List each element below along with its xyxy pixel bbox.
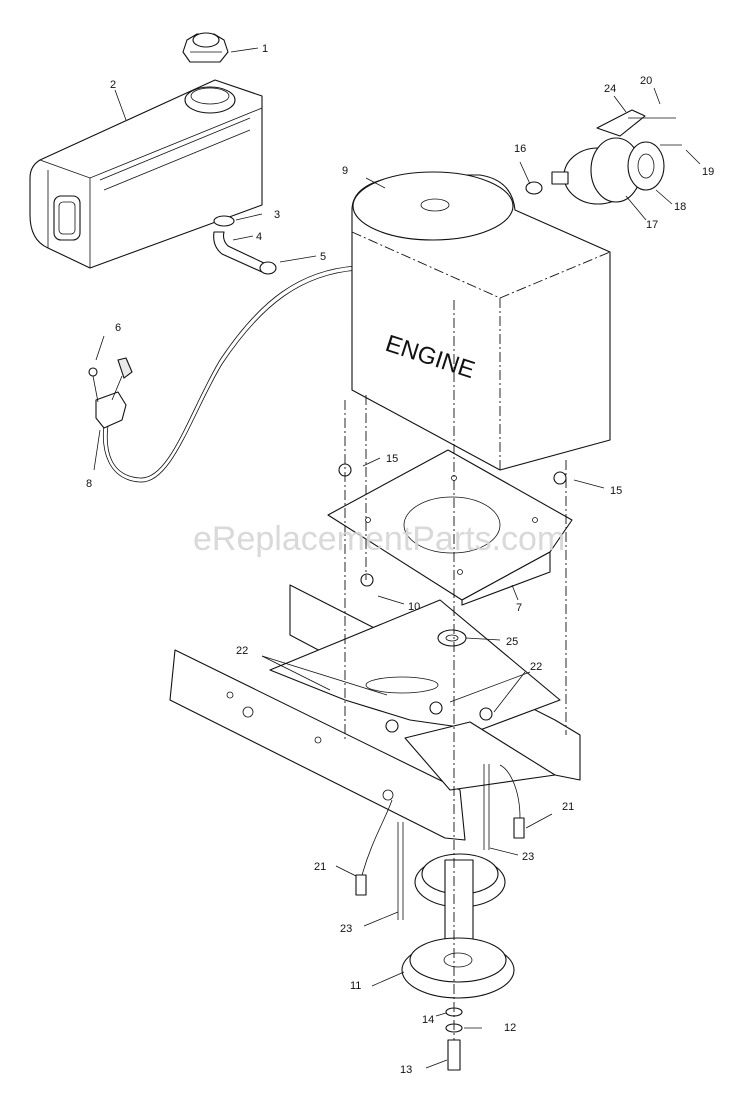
callout-16: 16 — [514, 143, 526, 155]
callout-24: 24 — [604, 83, 616, 95]
callout-12: 12 — [504, 1022, 516, 1034]
callout-9: 9 — [342, 165, 348, 177]
callout-15-left: 15 — [386, 453, 398, 465]
callout-11: 11 — [350, 980, 361, 992]
callout-labels: 1 2 3 4 5 6 8 9 15 15 10 7 25 22 22 21 2… — [86, 43, 714, 1076]
callout-15-right: 15 — [610, 485, 622, 497]
callout-23-right: 23 — [522, 851, 534, 863]
air-cleaner-assembly — [525, 109, 682, 205]
callout-17: 17 — [646, 219, 658, 231]
callout-25: 25 — [506, 636, 518, 648]
callout-5: 5 — [320, 251, 326, 263]
callout-leaders — [93, 47, 701, 1069]
callout-18: 18 — [674, 201, 686, 213]
pulleys — [401, 629, 515, 999]
hardware — [338, 463, 567, 1071]
callout-2: 2 — [110, 79, 116, 91]
callout-8: 8 — [86, 478, 92, 490]
callout-10: 10 — [408, 601, 420, 613]
fuel-hose-assembly — [213, 215, 277, 275]
callout-3: 3 — [274, 209, 280, 221]
fuel-cap — [182, 32, 229, 63]
callout-20: 20 — [640, 75, 652, 87]
callout-22-left: 22 — [236, 645, 248, 657]
callout-1: 1 — [262, 43, 268, 55]
throttle-control — [88, 265, 359, 483]
callout-6: 6 — [115, 322, 121, 334]
belt-keepers — [355, 764, 525, 920]
callout-19: 19 — [702, 166, 714, 178]
callout-14: 14 — [422, 1014, 434, 1026]
engine-mounting-plate — [327, 449, 573, 606]
callout-21-right: 21 — [562, 801, 574, 813]
callout-22-right: 22 — [530, 661, 542, 673]
callout-21-left: 21 — [314, 861, 326, 873]
callout-4: 4 — [256, 231, 262, 243]
chassis-frame — [169, 584, 581, 841]
callout-7: 7 — [516, 602, 522, 614]
callout-13: 13 — [400, 1064, 412, 1076]
callout-23-left: 23 — [340, 923, 352, 935]
engine-block: ENGINE — [351, 171, 611, 471]
watermark-text: eReplacementParts.com — [193, 520, 565, 558]
assembly-center-lines — [344, 300, 567, 1040]
fuel-tank — [29, 79, 263, 269]
